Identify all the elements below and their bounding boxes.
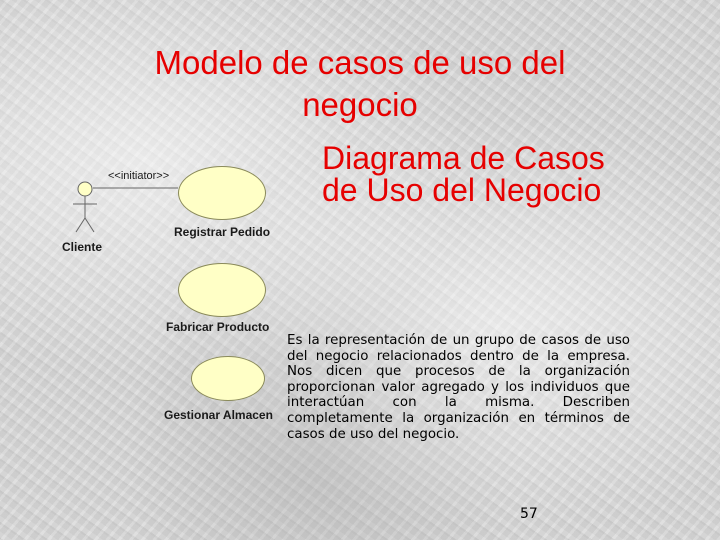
- slide-title: Modelo de casos de uso del negocio: [154, 44, 566, 123]
- use-case-gestionar-almacen: [191, 356, 265, 401]
- use-case-label: Gestionar Almacen: [164, 408, 273, 422]
- actor-label: Cliente: [62, 240, 103, 254]
- use-case-fabricar-producto: [178, 263, 266, 317]
- use-case-label: Fabricar Producto: [166, 320, 270, 334]
- use-case-label: Registrar Pedido: [174, 225, 271, 239]
- use-case-registrar-pedido: [178, 166, 266, 220]
- association-stereotype: <<initiator>>: [108, 170, 170, 182]
- diagram-title: Diagrama de Casos de Uso del Negocio: [322, 140, 605, 208]
- page-number: 57: [520, 506, 538, 522]
- description-text: Es la representación de un grupo de caso…: [287, 333, 630, 442]
- actor-figure: [73, 181, 97, 233]
